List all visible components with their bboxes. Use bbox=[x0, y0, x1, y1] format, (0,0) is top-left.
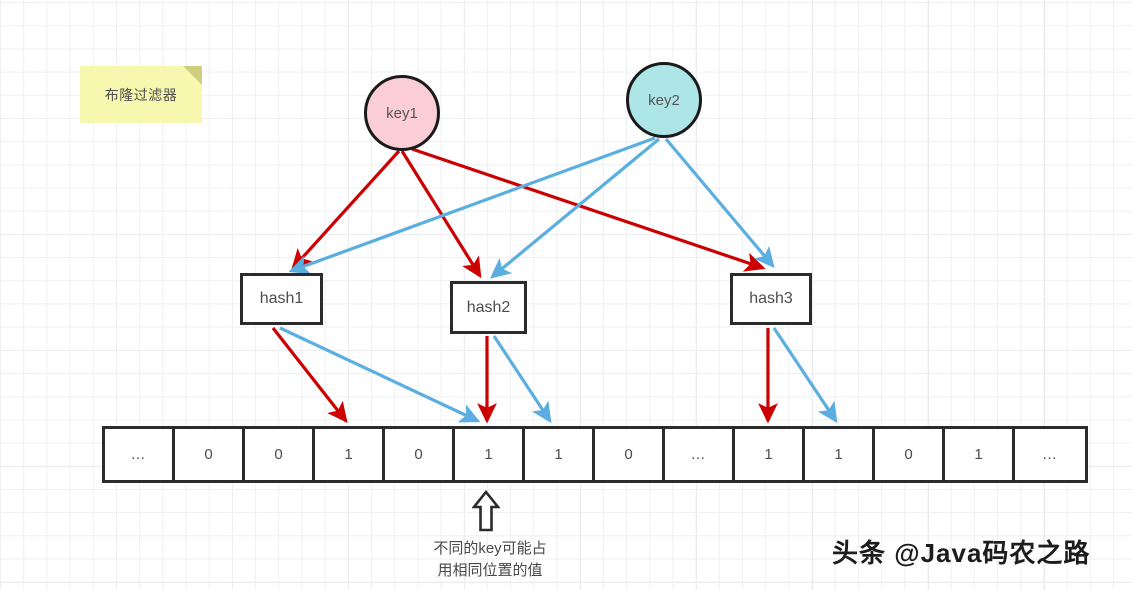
edge-key2-hash3 bbox=[664, 137, 775, 268]
key1-label: key1 bbox=[386, 104, 418, 122]
hash3-box[interactable]: hash3 bbox=[730, 273, 812, 325]
bit-cell-9: 1 bbox=[735, 429, 805, 480]
bit-cell-12: 1 bbox=[945, 429, 1015, 480]
collision-caption-line1: 不同的key可能占 bbox=[433, 540, 547, 557]
bit-cell-10: 1 bbox=[805, 429, 875, 480]
sticky-note: 布隆过滤器 bbox=[80, 66, 202, 123]
hash1-box[interactable]: hash1 bbox=[240, 273, 323, 325]
edge-hash1-red-cell bbox=[271, 327, 348, 424]
key2-label: key2 bbox=[648, 91, 680, 109]
bit-cell-3: 1 bbox=[315, 429, 385, 480]
bit-cell-5: 1 bbox=[455, 429, 525, 480]
hash3-label: hash3 bbox=[749, 290, 793, 307]
collision-caption: 不同的key可能占 用相同位置的值 bbox=[390, 538, 590, 582]
hash2-label: hash2 bbox=[466, 298, 511, 316]
sticky-note-label: 布隆过滤器 bbox=[104, 86, 178, 103]
edge-key1-hash1 bbox=[291, 149, 401, 270]
edge-hash2-blue-cell bbox=[492, 335, 552, 424]
key1-node[interactable]: key1 bbox=[364, 75, 440, 151]
watermark: 头条 @Java码农之路 bbox=[832, 538, 1091, 568]
bit-cell-2: 0 bbox=[245, 429, 315, 480]
edge-key1-hash3 bbox=[411, 147, 766, 272]
up-arrow-icon bbox=[472, 490, 500, 532]
bit-cell-0: … bbox=[105, 429, 175, 480]
bit-cell-11: 0 bbox=[875, 429, 945, 480]
collision-caption-line2: 用相同位置的值 bbox=[437, 562, 543, 579]
edge-key1-hash2 bbox=[400, 150, 482, 279]
bit-cell-1: 0 bbox=[175, 429, 245, 480]
key2-node[interactable]: key2 bbox=[626, 62, 702, 138]
bit-cell-8: … bbox=[665, 429, 735, 480]
edge-hash3-blue-cell bbox=[772, 327, 838, 424]
edge-key2-hash1 bbox=[288, 136, 656, 275]
sticky-note-fold-icon bbox=[183, 66, 202, 85]
bit-cell-4: 0 bbox=[385, 429, 455, 480]
bit-cell-7: 0 bbox=[595, 429, 665, 480]
bit-cell-13: … bbox=[1042, 446, 1058, 463]
edge-hash1-blue-cell bbox=[279, 326, 481, 423]
edge-key2-hash2 bbox=[490, 137, 661, 279]
hash1-label: hash1 bbox=[259, 290, 304, 307]
bit-cell-6: 1 bbox=[525, 429, 595, 480]
hash2-box[interactable]: hash2 bbox=[450, 281, 527, 334]
